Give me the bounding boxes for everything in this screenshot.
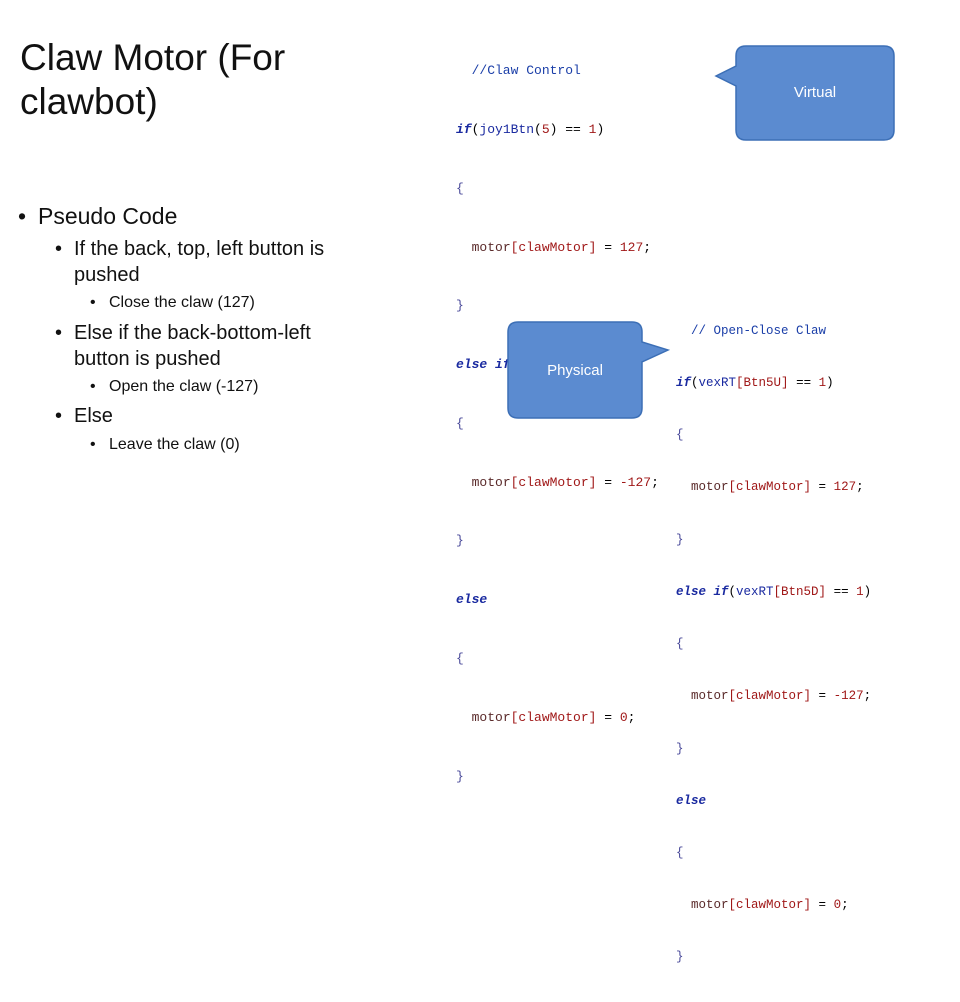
code-line: motor[clawMotor] = -127; xyxy=(691,689,872,704)
code-line: //Claw Control xyxy=(456,63,581,79)
slide-title: Claw Motor (For clawbot) xyxy=(20,37,286,122)
code-line: motor[clawMotor] = 127; xyxy=(691,480,864,495)
code-line: motor[clawMotor] = 0; xyxy=(471,709,636,725)
code-line: motor[clawMotor] = 0; xyxy=(691,898,849,913)
code-line: { xyxy=(456,415,464,431)
bullet-else: • Else xyxy=(55,405,113,427)
code-line: // Open-Close Claw xyxy=(676,323,827,338)
code-line: else if(vexRT[Btn5D] == 1) xyxy=(676,584,872,599)
callout-physical-label: Physical xyxy=(547,362,603,379)
bullet-leave-claw: • Leave the claw (0) xyxy=(90,436,240,453)
code-line: motor[clawMotor] = 127; xyxy=(471,239,652,255)
code-line: } xyxy=(676,532,684,547)
bullet-open-claw: • Open the claw (-127) xyxy=(90,378,259,395)
code-line: } xyxy=(676,950,684,965)
callout-virtual-label: Virtual xyxy=(793,84,837,101)
code-line: { xyxy=(456,180,464,196)
bullet-else-if-back-bottom-left: • Else if the back-bottom-left button is… xyxy=(55,322,311,370)
bullet-close-claw: • Close the claw (127) xyxy=(90,294,255,311)
code-block-virtual: //Claw Control if(joy1Btn(5) == 1) { mot… xyxy=(456,22,716,784)
callout-virtual: Virtual xyxy=(714,45,896,142)
code-line: if(vexRT[Btn5U] == 1) xyxy=(676,376,834,391)
code-line: { xyxy=(676,637,684,652)
callout-physical-shape xyxy=(507,321,671,419)
callout-virtual-shape xyxy=(714,45,895,141)
code-line: else xyxy=(676,793,707,808)
callout-physical: Physical xyxy=(507,321,671,420)
slide: Claw Motor (For clawbot) • Pseudo Code •… xyxy=(18,22,906,965)
bullet-pseudo-code: • Pseudo Code xyxy=(18,203,178,229)
code-line: } xyxy=(456,298,464,314)
code-line: } xyxy=(676,741,684,756)
code-line: motor[clawMotor] = -127; xyxy=(471,474,659,490)
code-block-physical: // Open-Close Claw if(vexRT[Btn5U] == 1)… xyxy=(676,288,906,964)
bullet-if-back-top-left: • If the back, top, left button is pushe… xyxy=(55,238,325,286)
code-line: { xyxy=(676,428,684,443)
code-line: { xyxy=(676,846,684,860)
code-line: } xyxy=(456,768,464,784)
code-line: if(joy1Btn(5) == 1) xyxy=(456,121,605,137)
